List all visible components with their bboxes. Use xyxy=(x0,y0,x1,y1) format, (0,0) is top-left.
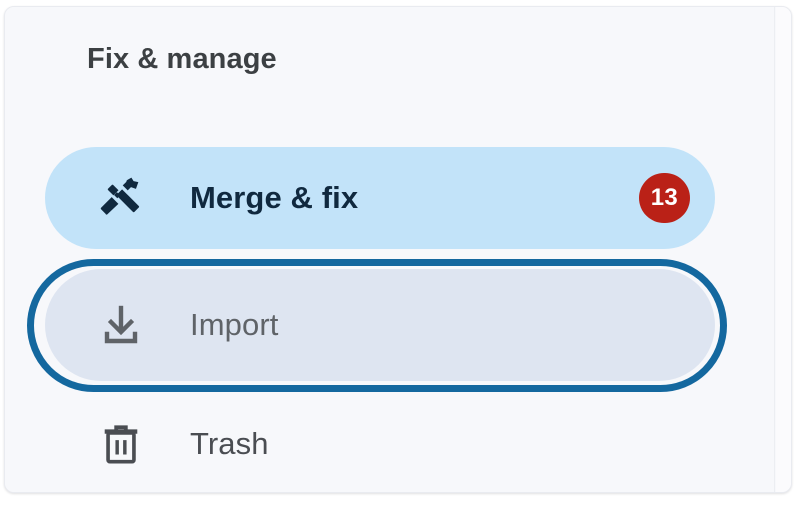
page-title: Fix & manage xyxy=(87,43,277,75)
sidebar-item-trash[interactable]: Trash xyxy=(45,399,715,489)
sidebar-item-label-trash: Trash xyxy=(190,426,269,461)
sidebar-item-merge-and-fix[interactable]: Merge & fix 13 xyxy=(45,147,715,249)
download-icon xyxy=(93,297,149,353)
card-frame: Fix & manage xyxy=(4,6,792,493)
focus-ring-import xyxy=(27,259,727,392)
trash-icon xyxy=(93,416,149,472)
sidebar-item-import[interactable]: Import xyxy=(45,269,715,381)
sidebar-item-label-merge-and-fix: Merge & fix xyxy=(190,180,359,215)
panel-right-gutter xyxy=(776,7,791,492)
fix-and-manage-panel: Fix & manage xyxy=(5,7,775,492)
hammer-and-screwdriver-icon xyxy=(93,170,149,226)
sidebar-item-label-import: Import xyxy=(190,307,279,342)
status-badge-merge-count: 13 xyxy=(638,173,690,223)
